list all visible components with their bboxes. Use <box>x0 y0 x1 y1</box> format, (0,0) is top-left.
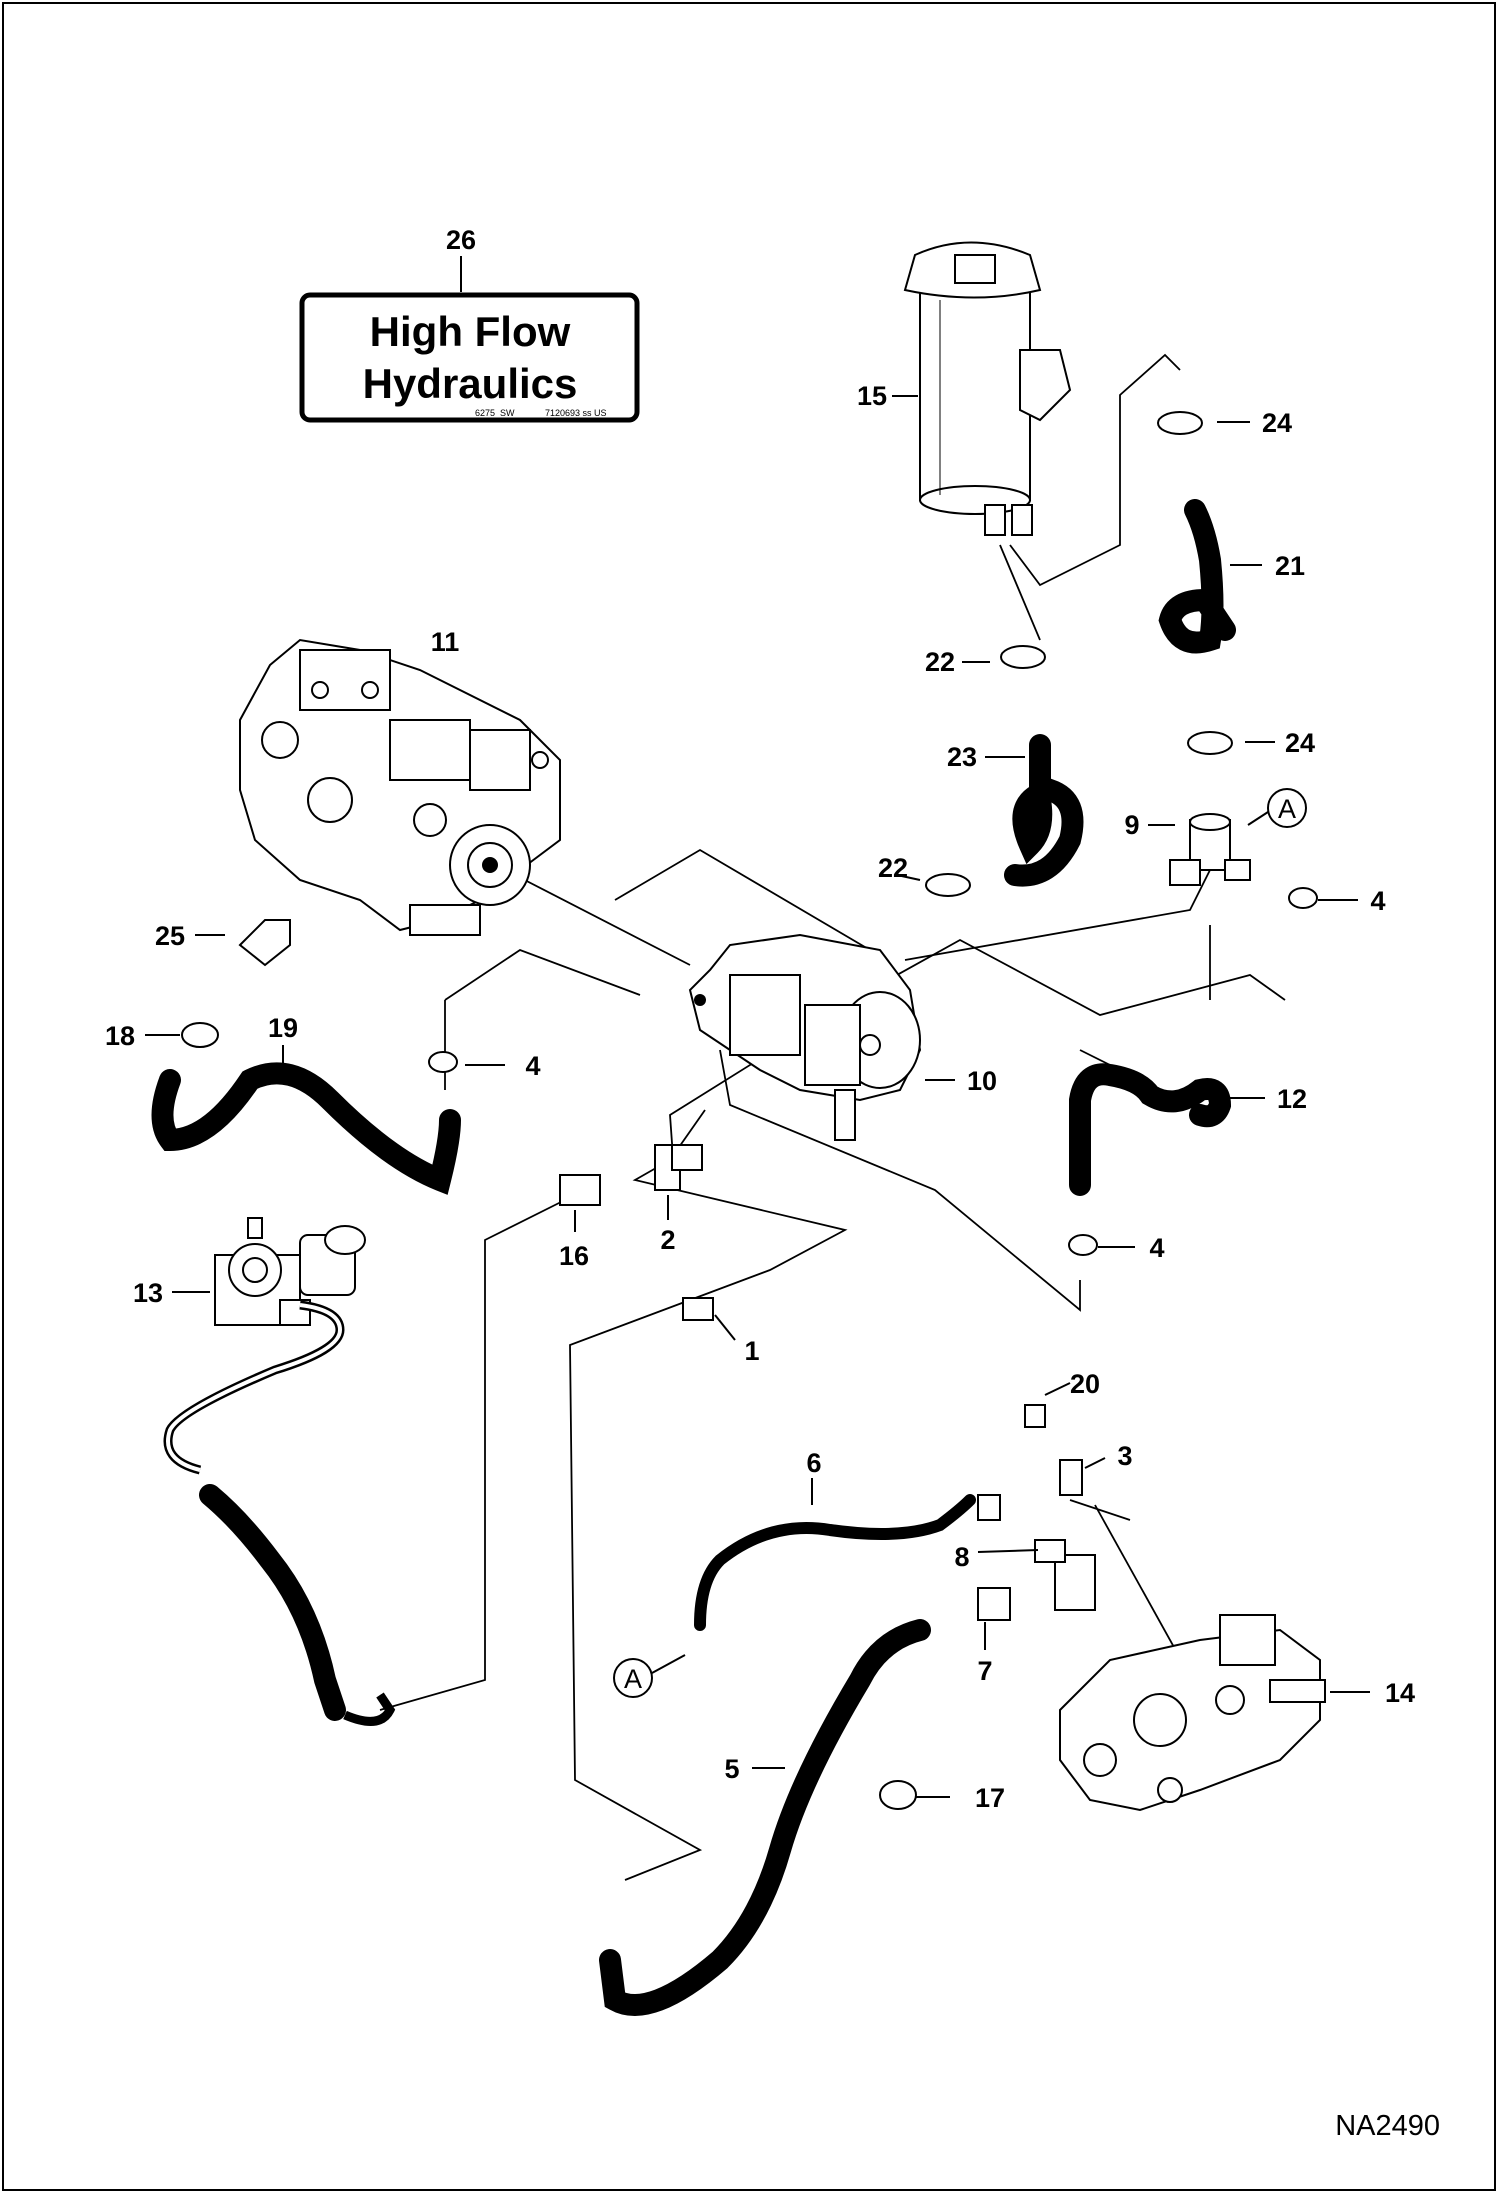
decal-line-2: Hydraulics <box>363 360 578 407</box>
callout-26: 26 <box>446 225 476 255</box>
callout-4c: 4 <box>1149 1233 1164 1263</box>
hoses <box>151 499 1236 2016</box>
callout-7: 7 <box>977 1656 992 1686</box>
callout-9: 9 <box>1124 810 1139 840</box>
connector-a-top-label: A <box>1278 794 1296 824</box>
clamp-24b <box>1187 731 1233 755</box>
callout-22b: 22 <box>878 853 908 883</box>
connector-a-markers: A A <box>613 788 1307 1698</box>
callout-25: 25 <box>155 921 185 951</box>
filter-housing <box>903 241 1072 536</box>
callout-22a: 22 <box>925 647 955 677</box>
callout-20: 20 <box>1070 1369 1100 1399</box>
figure-id: NA2490 <box>1335 2110 1440 2142</box>
decal-line-1: High Flow <box>370 308 571 355</box>
callout-19: 19 <box>268 1013 298 1043</box>
connector-a-top <box>1267 788 1307 828</box>
high-flow-decal: High Flow Hydraulics 6275_SW 7120693 ss … <box>299 292 640 423</box>
callout-3: 3 <box>1117 1441 1132 1471</box>
callout-18: 18 <box>105 1021 135 1051</box>
decal-code-right: 7120693 ss US <box>545 408 607 418</box>
callout-24a: 24 <box>1262 408 1292 438</box>
callout-1: 1 <box>744 1336 759 1366</box>
callout-10: 10 <box>967 1066 997 1096</box>
callout-12: 12 <box>1277 1084 1307 1114</box>
connector-a-bottom <box>613 1658 653 1698</box>
callout-2: 2 <box>660 1225 675 1255</box>
callout-4a: 4 <box>1370 886 1385 916</box>
callout-14: 14 <box>1385 1678 1415 1708</box>
hydrostatic-pump <box>239 638 561 936</box>
callout-5: 5 <box>724 1754 739 1784</box>
callout-24b: 24 <box>1285 728 1315 758</box>
callout-11: 11 <box>431 627 460 657</box>
fittings-and-clamps <box>181 411 1318 1810</box>
callout-21: 21 <box>1275 551 1305 581</box>
callout-16: 16 <box>559 1241 589 1271</box>
callout-6: 6 <box>806 1448 821 1478</box>
callout-4b: 4 <box>525 1051 540 1081</box>
diverter-valve <box>214 1217 366 1326</box>
connector-a-bottom-label: A <box>624 1664 642 1694</box>
decal-code-left: 6275_SW <box>475 408 515 418</box>
callout-15: 15 <box>857 381 887 411</box>
callout-numbers: 26 15 24 21 11 22 24 23 9 22 4 25 18 19 … <box>105 225 1415 1813</box>
callout-8: 8 <box>954 1542 969 1572</box>
callout-leaders <box>145 256 1370 1798</box>
clamp-24a <box>1157 411 1203 435</box>
callout-13: 13 <box>133 1278 163 1308</box>
control-valve-block <box>1059 1614 1326 1812</box>
callout-23: 23 <box>947 742 977 772</box>
gear-pump <box>688 933 922 1141</box>
callout-17: 17 <box>975 1783 1005 1813</box>
